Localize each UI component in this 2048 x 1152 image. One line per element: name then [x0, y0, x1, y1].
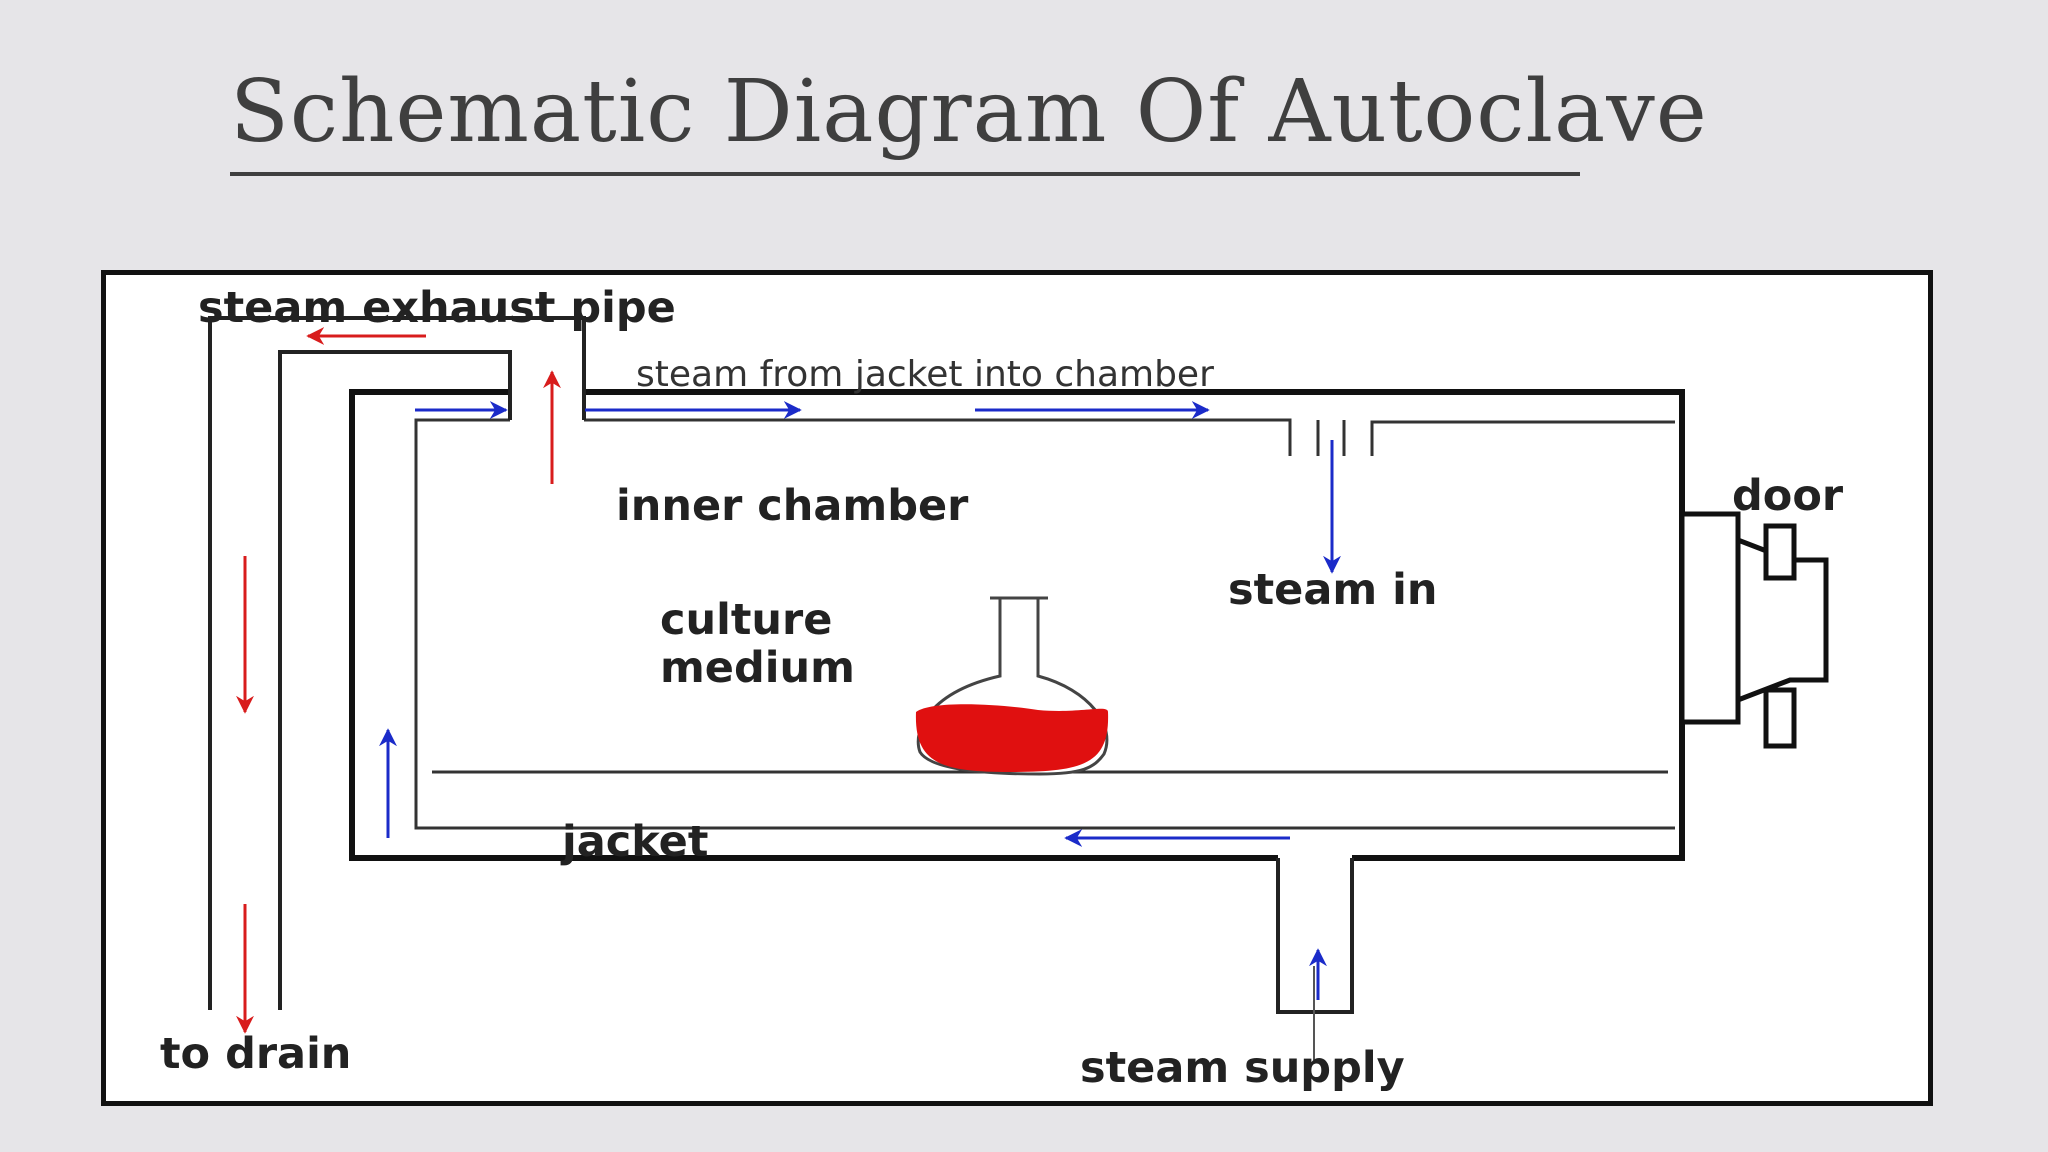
- steam-flow-arrows: [379, 401, 1341, 1000]
- culture-medium-flask: [915, 596, 1109, 776]
- label-inner-chamber: inner chamber: [616, 481, 969, 531]
- label-culture: culture: [660, 595, 832, 645]
- label-steam-from-jacket: steam from jacket into chamber: [636, 354, 1214, 395]
- door: [1679, 511, 1829, 749]
- label-to-drain: to drain: [160, 1029, 351, 1079]
- label-steam-supply: steam supply: [1080, 1043, 1405, 1093]
- label-medium: medium: [660, 643, 855, 693]
- label-steam-in: steam in: [1228, 565, 1437, 615]
- label-steam-exhaust-pipe: steam exhaust pipe: [198, 283, 676, 333]
- label-door: door: [1732, 471, 1844, 521]
- label-jacket: jacket: [560, 817, 708, 867]
- exhaust-flow-arrows: [236, 327, 561, 1034]
- slide-title: Schematic Diagram Of Autoclave: [230, 62, 1708, 162]
- steam-in-nozzle: [1288, 420, 1374, 456]
- culture-medium-liquid: [915, 704, 1109, 772]
- steam-exhaust-pipe: [208, 316, 586, 1010]
- title-underline: [230, 172, 1580, 176]
- steam-supply-pipe: [1276, 858, 1354, 1060]
